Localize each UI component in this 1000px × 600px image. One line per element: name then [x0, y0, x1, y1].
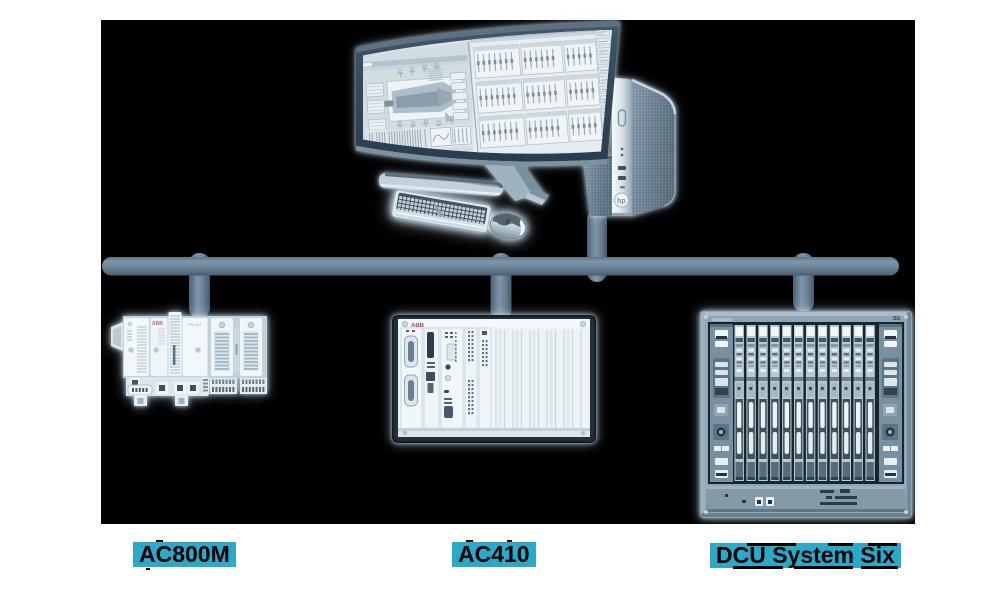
svg-text:PM 851: PM 851 — [188, 322, 203, 327]
svg-text:ABB: ABB — [411, 323, 425, 329]
svg-text:hp: hp — [617, 198, 626, 205]
svg-text:SG: SG — [893, 316, 900, 322]
svg-text:ABB: ABB — [152, 321, 163, 327]
svg-text:saugteam: saugteam — [712, 317, 732, 322]
